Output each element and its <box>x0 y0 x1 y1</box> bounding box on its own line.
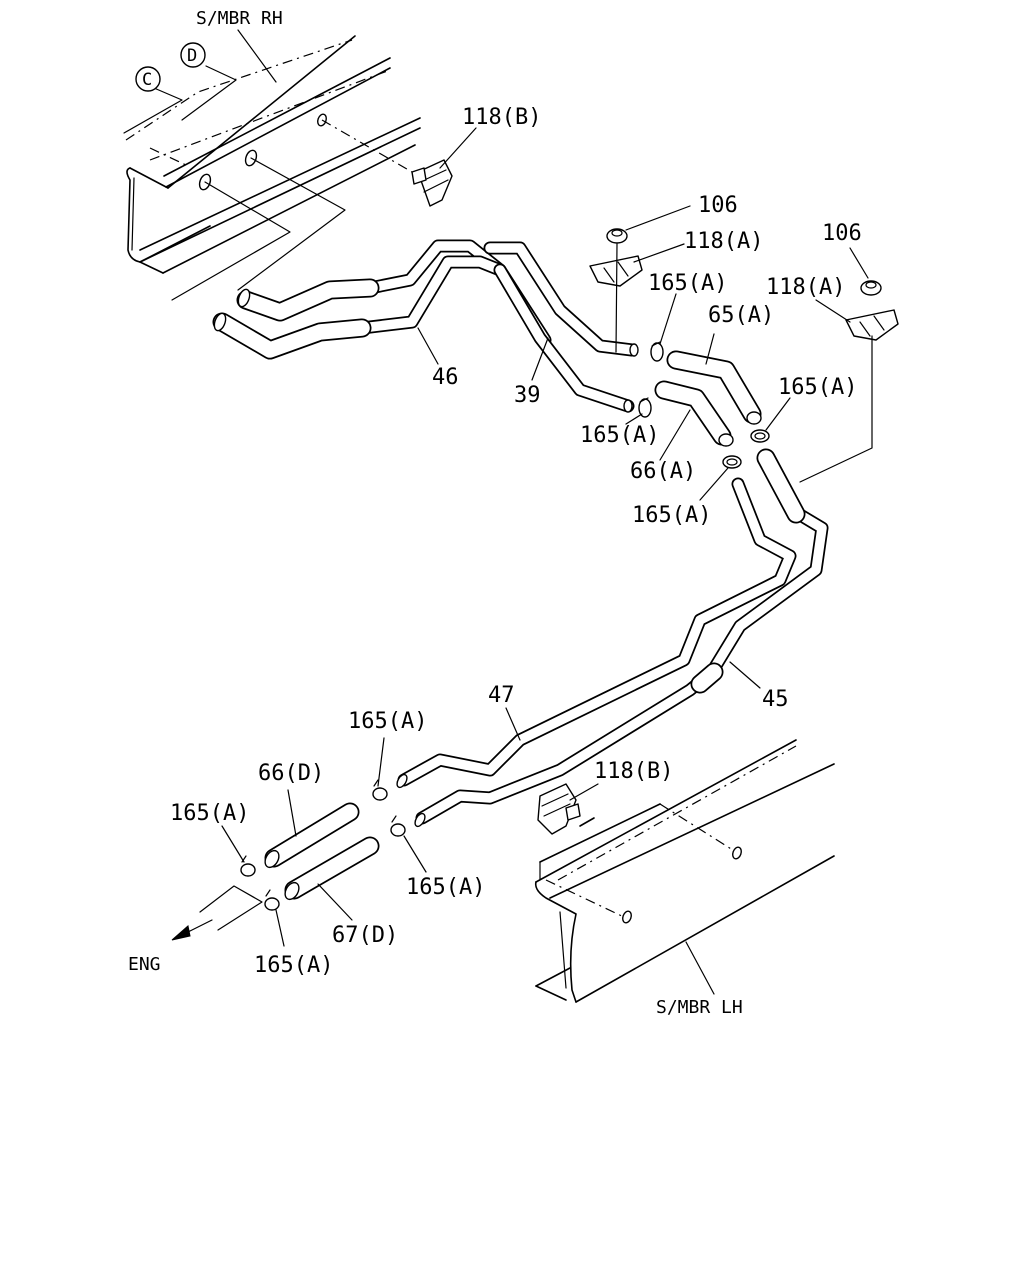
callout-165a-5: 165(A) <box>348 709 427 734</box>
clip-118a-right <box>845 309 899 341</box>
callout-66d: 66(D) <box>258 761 324 786</box>
callout-118a-right: 118(A) <box>766 275 845 300</box>
marker-d: D <box>180 42 206 68</box>
marker-c: C <box>135 66 161 92</box>
frame-lh-label: S/MBR LH <box>656 997 743 1018</box>
callout-165a-1: 165(A) <box>648 271 727 296</box>
callout-165a-7: 165(A) <box>406 875 485 900</box>
callout-65a: 65(A) <box>708 303 774 328</box>
pipe-39 <box>483 241 639 413</box>
callout-47: 47 <box>488 683 515 708</box>
clamp-165a-8 <box>264 889 280 911</box>
clamp-165a-3 <box>638 397 652 418</box>
callout-106-left: 106 <box>698 193 738 218</box>
clamp-165a-1 <box>650 341 664 362</box>
clamp-165a-2 <box>750 429 770 443</box>
clamp-165a-5 <box>372 779 388 801</box>
clip-118b-bottom <box>537 783 581 835</box>
callout-165a-2: 165(A) <box>778 375 857 400</box>
callout-67d: 67(D) <box>332 923 398 948</box>
callout-45: 45 <box>762 687 789 712</box>
hose-65a <box>666 350 762 425</box>
frame-rh-label: S/MBR RH <box>196 8 283 29</box>
engine-direction-arrow <box>171 885 263 941</box>
clamp-165a-6 <box>240 855 256 877</box>
side-member-lh <box>534 739 835 1003</box>
hose-66a <box>654 380 734 447</box>
pipe-45 <box>414 448 829 828</box>
hose-67d <box>284 836 380 901</box>
clip-118b-top <box>411 159 453 207</box>
callout-118a-left: 118(A) <box>684 229 763 254</box>
callout-165a-8: 165(A) <box>254 953 333 978</box>
callout-106-right: 106 <box>822 221 862 246</box>
clamp-165a-7 <box>390 815 406 837</box>
callout-165a-4: 165(A) <box>632 503 711 528</box>
callout-165a-3: 165(A) <box>580 423 659 448</box>
callout-118b-top: 118(B) <box>462 105 541 130</box>
side-member-rh <box>123 35 421 301</box>
pipe-47 <box>396 477 797 789</box>
marker-d-label: D <box>187 46 197 66</box>
marker-c-label: C <box>142 70 152 90</box>
callout-118b-bottom: 118(B) <box>594 759 673 784</box>
clip-118a-left <box>589 255 643 287</box>
nut-106-right <box>860 280 882 296</box>
clamp-165a-4 <box>722 455 742 469</box>
nut-106-left <box>606 228 628 244</box>
callout-46: 46 <box>432 365 459 390</box>
callout-39: 39 <box>514 383 541 408</box>
eng-label: ENG <box>128 954 161 975</box>
callout-165a-6: 165(A) <box>170 801 249 826</box>
pipe-46 <box>212 239 552 360</box>
callout-66a: 66(A) <box>630 459 696 484</box>
hose-66d <box>264 802 360 869</box>
